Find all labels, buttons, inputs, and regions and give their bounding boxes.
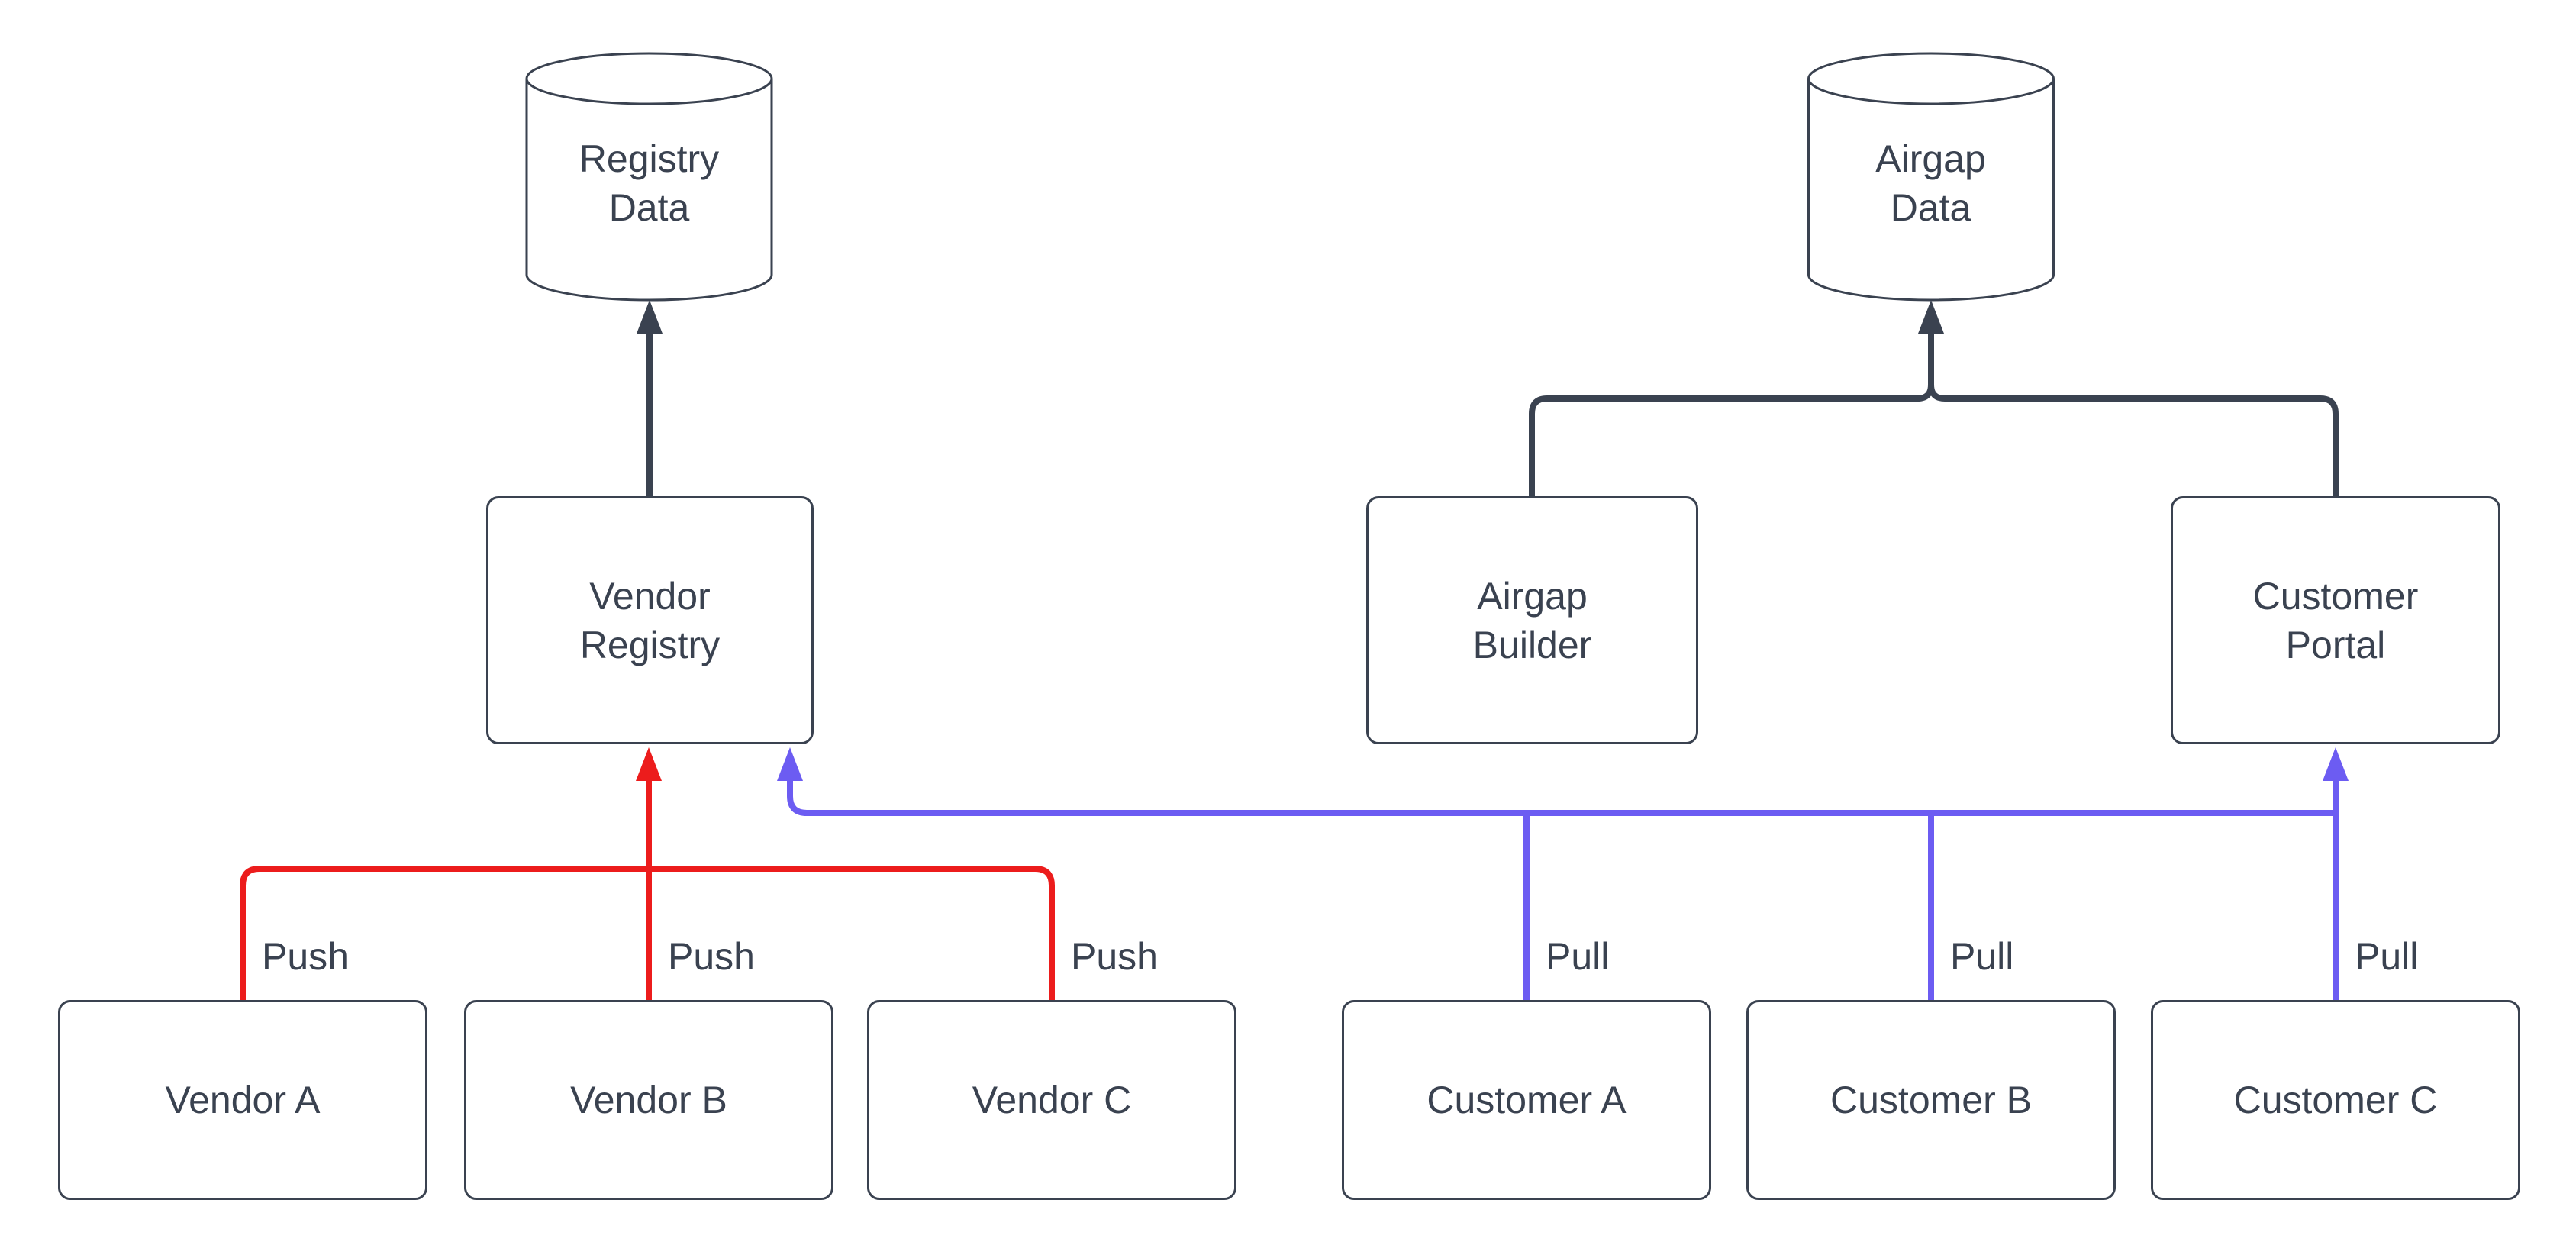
cylinder-airgap-data xyxy=(1807,52,2055,302)
node-label: Airgap Builder xyxy=(1472,574,1592,666)
node-vendor-c: Vendor C xyxy=(867,1000,1236,1200)
node-customer-c: Customer C xyxy=(2151,1000,2520,1200)
node-customer-b: Customer B xyxy=(1746,1000,2116,1200)
edge-label-pull-b: Pull xyxy=(1950,935,2014,978)
node-label: Customer A xyxy=(1427,1079,1627,1121)
edge-airgap-builder-to-airgap-data xyxy=(1529,330,1934,499)
arrowhead-airgap-data xyxy=(1918,300,1944,334)
node-airgap-builder: Airgap Builder xyxy=(1366,496,1698,744)
arrowhead-registry-data xyxy=(637,300,663,334)
arrowhead-pull-customer-portal xyxy=(2323,747,2349,781)
node-label: Customer Portal xyxy=(2252,574,2419,666)
cylinder-top-rim xyxy=(525,78,773,105)
cylinder-top-rim xyxy=(1807,78,2055,105)
cylinder-body xyxy=(1807,52,2055,302)
edge-customer-portal-to-airgap-data xyxy=(1928,384,2339,499)
edge-label-pull-a: Pull xyxy=(1546,935,1610,978)
node-label: Customer B xyxy=(1830,1079,2032,1121)
node-vendor-registry: Vendor Registry xyxy=(486,496,814,744)
node-label: Vendor C xyxy=(972,1079,1132,1121)
node-vendor-b: Vendor B xyxy=(464,1000,833,1200)
node-label: Vendor Registry xyxy=(579,574,721,666)
node-label: Customer C xyxy=(2233,1079,2438,1121)
edge-pull-bus xyxy=(787,779,2336,816)
node-label: Vendor B xyxy=(570,1079,727,1121)
edge-label-push-a: Push xyxy=(262,935,349,978)
node-customer-a: Customer A xyxy=(1342,1000,1711,1200)
edge-label-push-c: Push xyxy=(1071,935,1158,978)
arrowhead-push-vendor-registry xyxy=(636,747,662,781)
cylinder-body xyxy=(525,52,773,302)
arrowhead-pull-vendor-registry xyxy=(777,747,803,781)
node-customer-portal: Customer Portal xyxy=(2171,496,2500,744)
cylinder-registry-data xyxy=(525,52,773,302)
node-label: Vendor A xyxy=(165,1079,321,1121)
node-vendor-a: Vendor A xyxy=(58,1000,427,1200)
edge-label-pull-c: Pull xyxy=(2355,935,2419,978)
edge-label-push-b: Push xyxy=(668,935,755,978)
